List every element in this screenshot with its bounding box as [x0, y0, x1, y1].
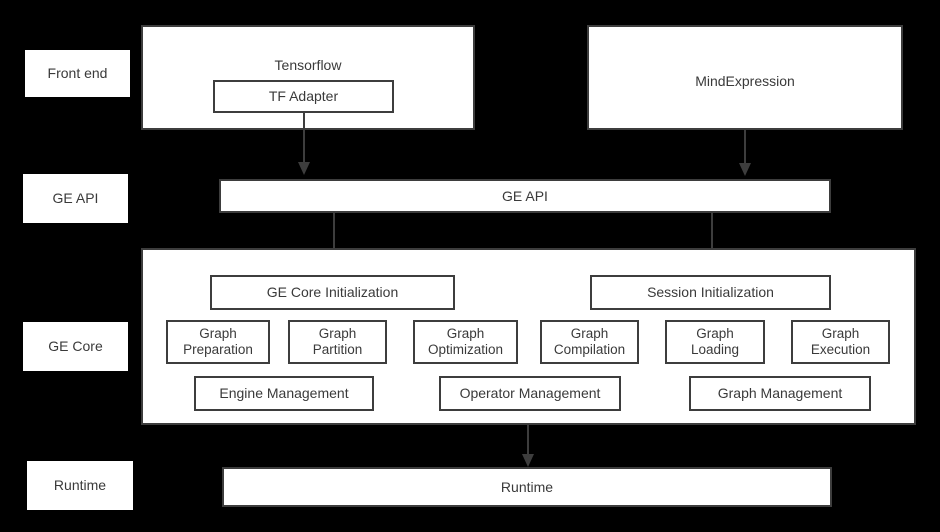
legend-item-ge-api-label: GE API: [52, 190, 99, 207]
mindexpression-container: MindExpression: [587, 25, 903, 130]
arrow-head: [739, 163, 751, 176]
tf-adapter-label: TF Adapter: [268, 88, 339, 105]
engine-management-label: Engine Management: [219, 385, 349, 402]
legend-item-runtime: Runtime: [27, 461, 133, 510]
tf-adapter-box[interactable]: TF Adapter: [213, 80, 394, 113]
arrow-shaft: [303, 113, 305, 162]
stage-graph-loading[interactable]: Graph Loading: [665, 320, 765, 364]
tensorflow-label: Tensorflow: [274, 57, 342, 73]
arrow-ge-core-to-runtime: [521, 425, 535, 467]
stage-graph-optimization[interactable]: Graph Optimization: [413, 320, 518, 364]
session-initialization-box[interactable]: Session Initialization: [590, 275, 831, 310]
stage-graph-loading-label: Graph Loading: [690, 326, 740, 357]
stage-graph-preparation[interactable]: Graph Preparation: [166, 320, 270, 364]
session-initialization-label: Session Initialization: [647, 284, 774, 301]
stage-graph-compilation-label: Graph Compilation: [553, 326, 626, 357]
runtime-bar[interactable]: Runtime: [222, 467, 832, 507]
legend-item-runtime-label: Runtime: [53, 477, 107, 494]
operator-management-box[interactable]: Operator Management: [439, 376, 621, 411]
engine-management-box[interactable]: Engine Management: [194, 376, 374, 411]
graph-management-label: Graph Management: [717, 385, 843, 402]
operator-management-label: Operator Management: [459, 385, 601, 402]
runtime-bar-label: Runtime: [500, 478, 554, 495]
legend-item-ge-core-label: GE Core: [48, 338, 103, 355]
legend-item-ge-core: GE Core: [23, 322, 128, 371]
graph-management-box[interactable]: Graph Management: [689, 376, 871, 411]
stage-graph-partition[interactable]: Graph Partition: [288, 320, 387, 364]
ge-api-bar[interactable]: GE API: [219, 179, 831, 213]
legend-item-ge-api: GE API: [23, 174, 128, 223]
legend-item-front-end: Front end: [25, 50, 130, 97]
stage-graph-execution-label: Graph Execution: [810, 326, 871, 357]
legend-item-front-end-label: Front end: [47, 65, 108, 82]
stage-graph-partition-label: Graph Partition: [312, 326, 363, 357]
stage-graph-preparation-label: Graph Preparation: [183, 326, 253, 357]
arrow-shaft: [744, 130, 746, 163]
arrow-shaft: [711, 213, 713, 262]
arrow-shaft: [527, 425, 529, 454]
arrow-tf-adapter-to-ge-api: [297, 113, 311, 175]
ge-api-bar-label: GE API: [502, 187, 548, 204]
arrow-head: [522, 454, 534, 467]
ge-core-initialization-box[interactable]: GE Core Initialization: [210, 275, 455, 310]
arrow-head: [298, 162, 310, 175]
arrow-mindexpression-to-ge-api: [738, 130, 752, 176]
stage-graph-optimization-label: Graph Optimization: [427, 326, 504, 357]
stage-graph-compilation[interactable]: Graph Compilation: [540, 320, 639, 364]
stage-graph-execution[interactable]: Graph Execution: [791, 320, 890, 364]
arrow-shaft: [333, 213, 335, 262]
ge-core-initialization-label: GE Core Initialization: [266, 284, 399, 301]
mindexpression-label: MindExpression: [695, 73, 795, 89]
